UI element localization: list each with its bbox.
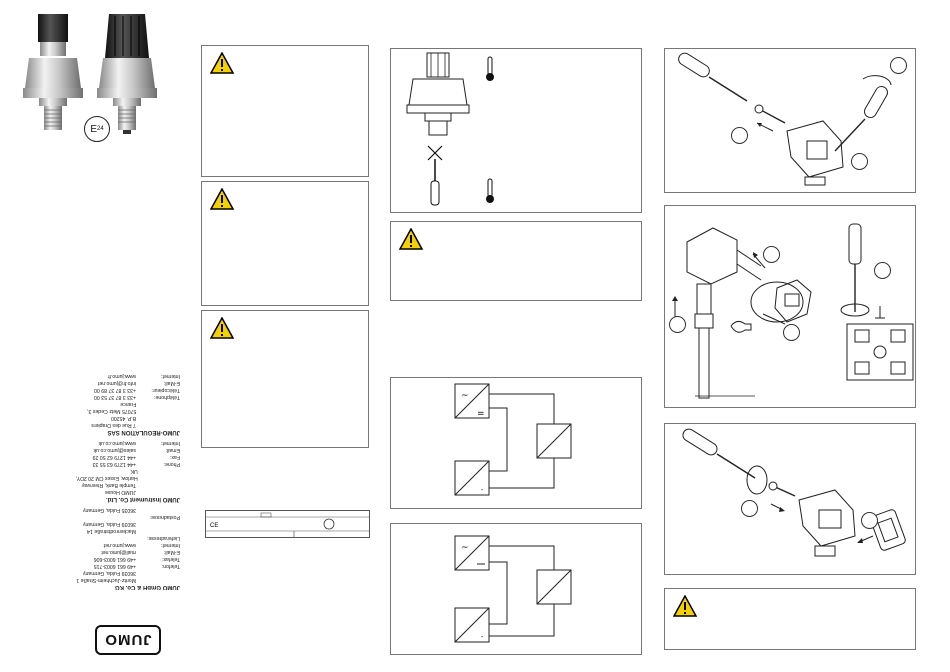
connector-removal-panel	[664, 48, 916, 193]
wiring-drawing: ~ -	[454, 535, 572, 643]
company-imprint: JUMO GmbH & Co. KG Moritz-Juchheim-Straß…	[70, 372, 180, 594]
warning-box-1	[201, 45, 369, 177]
step-number-circle	[861, 512, 878, 529]
step-number-circle	[851, 153, 868, 170]
step-number-circle	[890, 57, 907, 74]
product-photo	[23, 14, 157, 134]
thermometer-icon	[486, 178, 494, 203]
connector-removal-drawing	[678, 52, 892, 186]
company-name: JUMO Instrument Co. Ltd.	[106, 496, 180, 502]
svg-text:=: =	[477, 409, 485, 419]
warning-box-3	[201, 310, 369, 448]
svg-text:CE: CE	[210, 523, 218, 529]
step-number-circle	[731, 127, 748, 144]
cable-assembly-panel	[664, 205, 916, 408]
warning-box-5	[664, 588, 916, 650]
cable-assembly-drawing	[672, 223, 914, 399]
connector-mounting-panel	[664, 423, 916, 575]
warning-icon	[210, 317, 234, 339]
wiring-diagram-2: ~ -	[390, 523, 642, 655]
step-number-circle	[741, 500, 758, 517]
svg-text:~: ~	[461, 391, 469, 401]
wiring-drawing: ~ = -	[454, 383, 572, 496]
warning-box-4	[390, 221, 642, 301]
connector-mounting-drawing	[682, 428, 906, 557]
svg-text:-: -	[481, 634, 484, 641]
warning-icon	[673, 595, 697, 617]
wiring-diagram-1: ~ = -	[390, 377, 642, 509]
warning-icon	[399, 228, 423, 250]
installation-temperature-panel	[390, 48, 642, 213]
step-number-circle	[783, 324, 800, 341]
nameplate-diagram: CE	[205, 510, 370, 545]
warning-icon	[210, 52, 234, 74]
installation-drawing	[406, 52, 494, 206]
warning-box-2	[201, 181, 369, 306]
step-number-circle	[669, 316, 686, 333]
company-name: JUMO GmbH & Co. KG	[114, 584, 180, 590]
company-name: JUMO-REGULATION SAS	[107, 429, 180, 435]
thermometer-icon	[486, 56, 494, 81]
svg-text:~: ~	[461, 543, 469, 553]
warning-icon	[210, 188, 234, 210]
step-number-circle	[763, 246, 780, 263]
nameplate-drawing: CE	[206, 512, 369, 545]
step-number-circle	[874, 262, 891, 279]
jumo-logo: JUMO	[95, 625, 161, 655]
svg-text:-: -	[481, 487, 484, 494]
